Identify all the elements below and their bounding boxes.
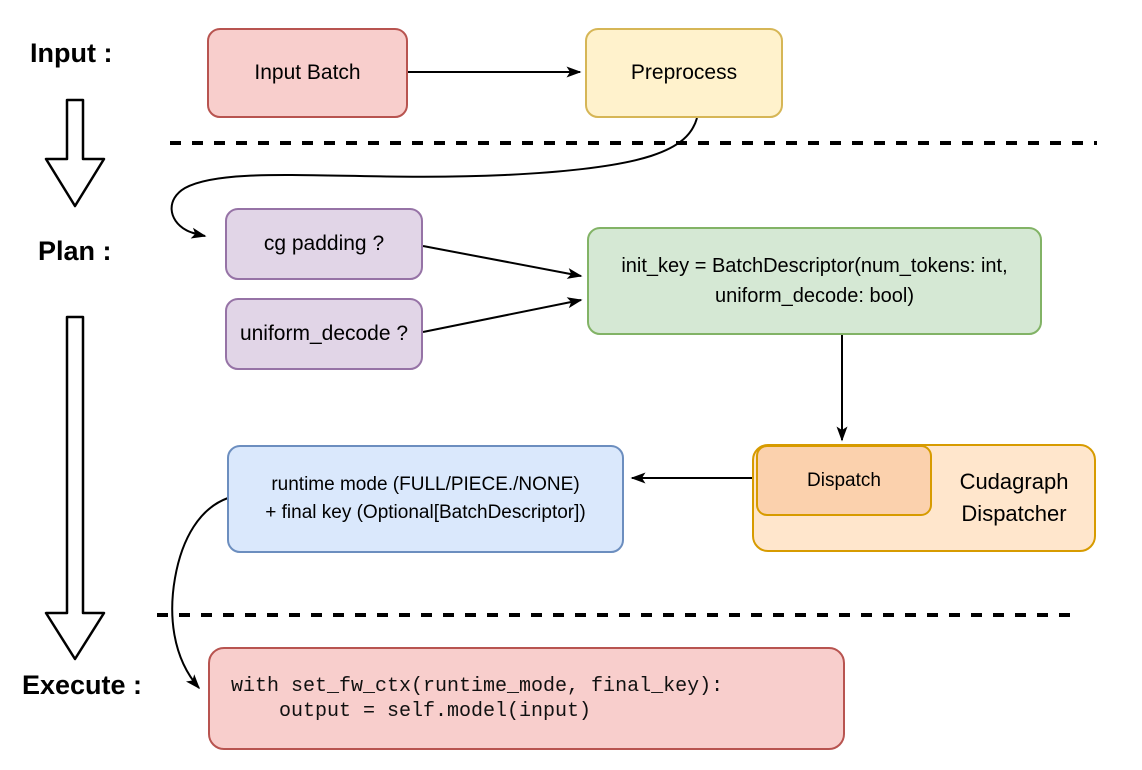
node-cudagraph-dispatcher-label: Cudagraph Dispatcher (932, 444, 1096, 552)
node-init-key: init_key = BatchDescriptor(num_tokens: i… (587, 227, 1042, 335)
node-dispatch-label: Dispatch (807, 469, 881, 491)
node-init-key-line2: uniform_decode: bool) (714, 285, 914, 307)
node-dispatch: Dispatch (756, 445, 932, 516)
cudagraph-dispatcher-line1: Cudagraph (959, 469, 1069, 494)
cudagraph-dispatcher-line2: Dispatcher (961, 501, 1067, 526)
node-uniform-decode-label: uniform_decode ? (239, 322, 409, 345)
arrow-preprocess-to-cg-padding (170, 117, 698, 239)
node-input-batch-label: Input Batch (254, 61, 361, 84)
node-runtime-result-line2: + final key (Optional[BatchDescriptor]) (265, 502, 586, 523)
node-execute-code: with set_fw_ctx(runtime_mode, final_key)… (208, 647, 845, 750)
node-runtime-result-line1: runtime mode (FULL/PIECE./NONE) (271, 474, 580, 495)
node-runtime-result: runtime mode (FULL/PIECE./NONE) + final … (227, 445, 624, 553)
arrow-runtime-result-to-execute-code (171, 497, 229, 690)
node-input-batch: Input Batch (207, 28, 408, 118)
execute-code-line1: with set_fw_ctx(runtime_mode, final_key)… (231, 674, 724, 698)
stage-label-execute: Execute : (22, 670, 143, 700)
down-arrow-icon (44, 315, 106, 661)
node-preprocess: Preprocess (585, 28, 783, 118)
execute-code-line2: output = self.model(input) (231, 699, 592, 723)
node-init-key-line1: init_key = BatchDescriptor(num_tokens: i… (621, 255, 1008, 277)
arrow-cg-padding-to-init-key (422, 245, 583, 279)
node-uniform-decode: uniform_decode ? (225, 298, 423, 370)
stage-label-input: Input : (30, 38, 113, 68)
down-arrow-icon (44, 98, 106, 208)
node-cg-padding: cg padding ? (225, 208, 423, 280)
node-cg-padding-label: cg padding ? (263, 232, 385, 255)
stage-label-plan: Plan : (38, 236, 112, 266)
node-preprocess-label: Preprocess (630, 61, 738, 84)
arrow-uniform-decode-to-init-key (422, 297, 583, 333)
